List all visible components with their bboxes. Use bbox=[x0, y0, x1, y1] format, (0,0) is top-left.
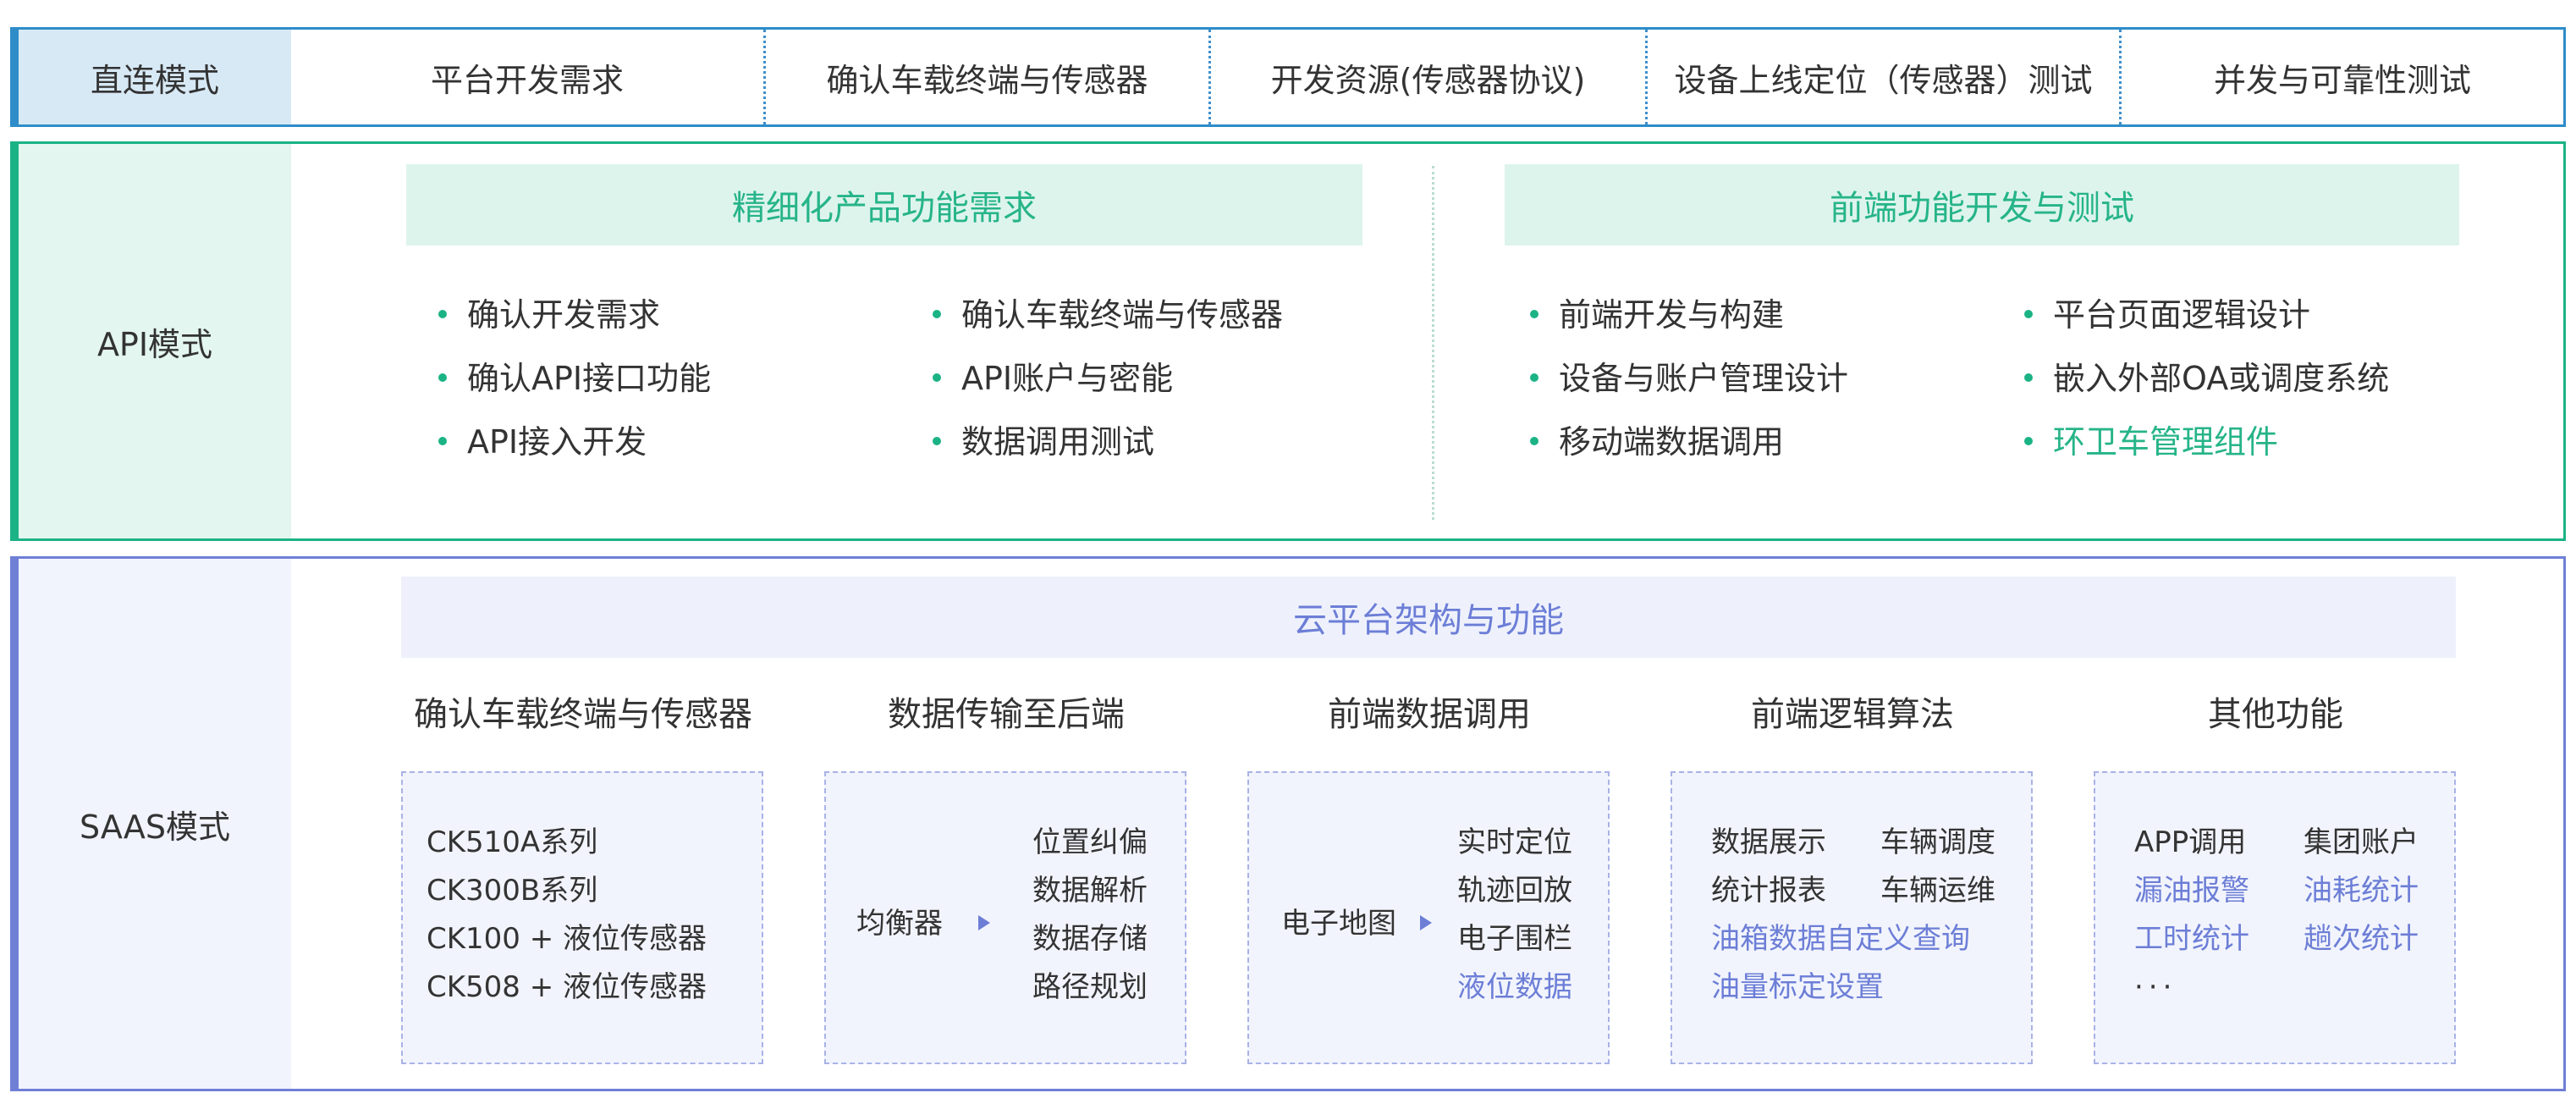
list-item: 数据存储 bbox=[1032, 922, 1148, 956]
cloud-platform-header: 云平台架构与功能 bbox=[401, 577, 2456, 658]
terminal-list: CK510A系列 CK300B系列 CK100 + 液位传感器 CK508 + … bbox=[427, 819, 707, 1012]
saas-mode-row: SAAS模式 云平台架构与功能 确认车载终端与传感器 CK510A系列 CK30… bbox=[10, 556, 2566, 1091]
other-list-col-2: 集团账户 油耗统计 趟次统计 bbox=[2304, 819, 2419, 963]
list-item: 位置纠偏 bbox=[1032, 825, 1148, 859]
saas-column-box: APP调用 漏油报警 工时统计 ··· 集团账户 油耗统计 趟次统计 bbox=[2094, 771, 2456, 1064]
direct-step: 确认车载终端与传感器 bbox=[763, 30, 1208, 124]
api-right-list-2: 平台页面逻辑设计 嵌入外部OA或调度系统 环卫车管理组件 bbox=[2023, 284, 2389, 474]
api-mode-row: API模式 精细化产品功能需求 前端功能开发与测试 确认开发需求 确认API接口… bbox=[10, 141, 2566, 541]
saas-column-box: 电子地图 实时定位 轨迹回放 电子围栏 液位数据 bbox=[1247, 771, 1610, 1064]
list-item: CK510A系列 bbox=[427, 825, 598, 859]
saas-column-title: 确认车载终端与传感器 bbox=[414, 695, 752, 734]
list-item: 实时定位 bbox=[1457, 825, 1572, 859]
bullet-icon bbox=[1530, 310, 1538, 318]
logic-list-wide: 油箱数据自定义查询 油量标定设置 bbox=[1711, 915, 1970, 1012]
list-item: 数据解析 bbox=[1032, 874, 1148, 908]
list-item: 设备与账户管理设计 bbox=[1528, 347, 1848, 411]
api-left-list-2: 确认车载终端与传感器 API账户与密能 数据调用测试 bbox=[931, 284, 1283, 474]
bullet-icon bbox=[2024, 373, 2033, 382]
list-item-highlight: 工时统计 bbox=[2134, 922, 2249, 956]
list-item: API账户与密能 bbox=[931, 347, 1283, 411]
list-item-highlight: 液位数据 bbox=[1457, 970, 1572, 1004]
saas-column-box: 均衡器 位置纠偏 数据解析 数据存储 路径规划 bbox=[824, 771, 1186, 1064]
list-item-highlight: 漏油报警 bbox=[2134, 874, 2249, 908]
direct-step: 开发资源(传感器协议) bbox=[1208, 30, 1645, 124]
list-item: 确认车载终端与传感器 bbox=[931, 284, 1283, 347]
list-item: 前端开发与构建 bbox=[1528, 284, 1848, 347]
saas-mode-label: SAAS模式 bbox=[19, 559, 291, 1089]
map-label: 电子地图 bbox=[1281, 907, 1396, 941]
saas-column-title: 数据传输至后端 bbox=[888, 695, 1125, 734]
list-item: CK508 + 液位传感器 bbox=[427, 970, 707, 1004]
bullet-icon bbox=[438, 437, 447, 445]
api-right-list-1: 前端开发与构建 设备与账户管理设计 移动端数据调用 bbox=[1528, 284, 1848, 474]
api-mode-label: API模式 bbox=[19, 144, 291, 538]
bullet-icon bbox=[2024, 310, 2033, 318]
list-item: API接入开发 bbox=[437, 411, 711, 474]
bullet-icon bbox=[438, 310, 447, 318]
saas-column-title: 其他功能 bbox=[2208, 695, 2343, 734]
list-item: 车辆运维 bbox=[1880, 874, 1995, 908]
list-item: 轨迹回放 bbox=[1457, 874, 1572, 908]
list-item: 路径规划 bbox=[1032, 970, 1148, 1004]
bullet-icon bbox=[438, 373, 447, 382]
direct-step: 平台开发需求 bbox=[430, 61, 624, 99]
list-item: 确认API接口功能 bbox=[437, 347, 711, 411]
bullet-icon bbox=[1530, 373, 1538, 382]
arrow-right-icon bbox=[978, 915, 990, 930]
list-item-highlight: 环卫车管理组件 bbox=[2023, 411, 2389, 474]
list-item: 移动端数据调用 bbox=[1528, 411, 1848, 474]
direct-step: 设备上线定位（传感器）测试 bbox=[1645, 30, 2119, 124]
list-item-highlight: 油量标定设置 bbox=[1711, 970, 1884, 1004]
list-item-highlight: 油耗统计 bbox=[2304, 874, 2419, 908]
backend-list: 位置纠偏 数据解析 数据存储 路径规划 bbox=[1032, 819, 1148, 1012]
bullet-icon bbox=[1530, 437, 1538, 445]
list-item: APP调用 bbox=[2134, 825, 2247, 859]
list-item: CK100 + 液位传感器 bbox=[427, 922, 707, 956]
arrow-right-icon bbox=[1420, 915, 1432, 930]
other-list-col-1: APP调用 漏油报警 工时统计 ··· bbox=[2134, 819, 2249, 1012]
list-item-highlight: 油箱数据自定义查询 bbox=[1711, 922, 1970, 956]
logic-list-col-2: 车辆调度 车辆运维 bbox=[1880, 819, 1995, 915]
more-ellipsis: ··· bbox=[2134, 970, 2177, 1004]
api-left-list-1: 确认开发需求 确认API接口功能 API接入开发 bbox=[437, 284, 711, 474]
list-item-highlight: 趟次统计 bbox=[2304, 922, 2419, 956]
list-item: 数据展示 bbox=[1711, 825, 1826, 859]
list-item: 统计报表 bbox=[1711, 874, 1826, 908]
bullet-icon bbox=[2024, 437, 2033, 445]
saas-column-title: 前端数据调用 bbox=[1328, 695, 1531, 734]
bullet-icon bbox=[933, 373, 941, 382]
saas-column-title: 前端逻辑算法 bbox=[1751, 695, 1954, 734]
direct-mode-row: 直连模式 平台开发需求 确认车载终端与传感器 开发资源(传感器协议) 设备上线定… bbox=[10, 27, 2566, 127]
api-divider bbox=[1432, 166, 1434, 520]
saas-column-box: 数据展示 统计报表 车辆调度 车辆运维 油箱数据自定义查询 油量标定设置 bbox=[1671, 771, 2033, 1064]
list-item: 车辆调度 bbox=[1880, 825, 1995, 859]
list-item: 集团账户 bbox=[2304, 825, 2419, 859]
list-item: 平台页面逻辑设计 bbox=[2023, 284, 2389, 347]
saas-column-box: CK510A系列 CK300B系列 CK100 + 液位传感器 CK508 + … bbox=[401, 771, 763, 1064]
bullet-icon bbox=[933, 437, 941, 445]
list-item: 数据调用测试 bbox=[931, 411, 1283, 474]
list-item: 确认开发需求 bbox=[437, 284, 711, 347]
bullet-icon bbox=[933, 310, 941, 318]
list-item: 电子围栏 bbox=[1457, 922, 1572, 956]
api-left-header: 精细化产品功能需求 bbox=[406, 164, 1362, 246]
direct-mode-label: 直连模式 bbox=[19, 30, 291, 124]
logic-list-col-1: 数据展示 统计报表 bbox=[1711, 819, 1826, 915]
api-right-header: 前端功能开发与测试 bbox=[1505, 164, 2459, 246]
balancer-label: 均衡器 bbox=[856, 907, 943, 941]
frontend-data-list: 实时定位 轨迹回放 电子围栏 液位数据 bbox=[1457, 819, 1572, 1012]
list-item: CK300B系列 bbox=[427, 874, 598, 908]
list-item: 嵌入外部OA或调度系统 bbox=[2023, 347, 2389, 411]
direct-mode-steps: 平台开发需求 确认车载终端与传感器 开发资源(传感器协议) 设备上线定位（传感器… bbox=[291, 30, 2563, 124]
direct-step: 并发与可靠性测试 bbox=[2119, 30, 2563, 124]
